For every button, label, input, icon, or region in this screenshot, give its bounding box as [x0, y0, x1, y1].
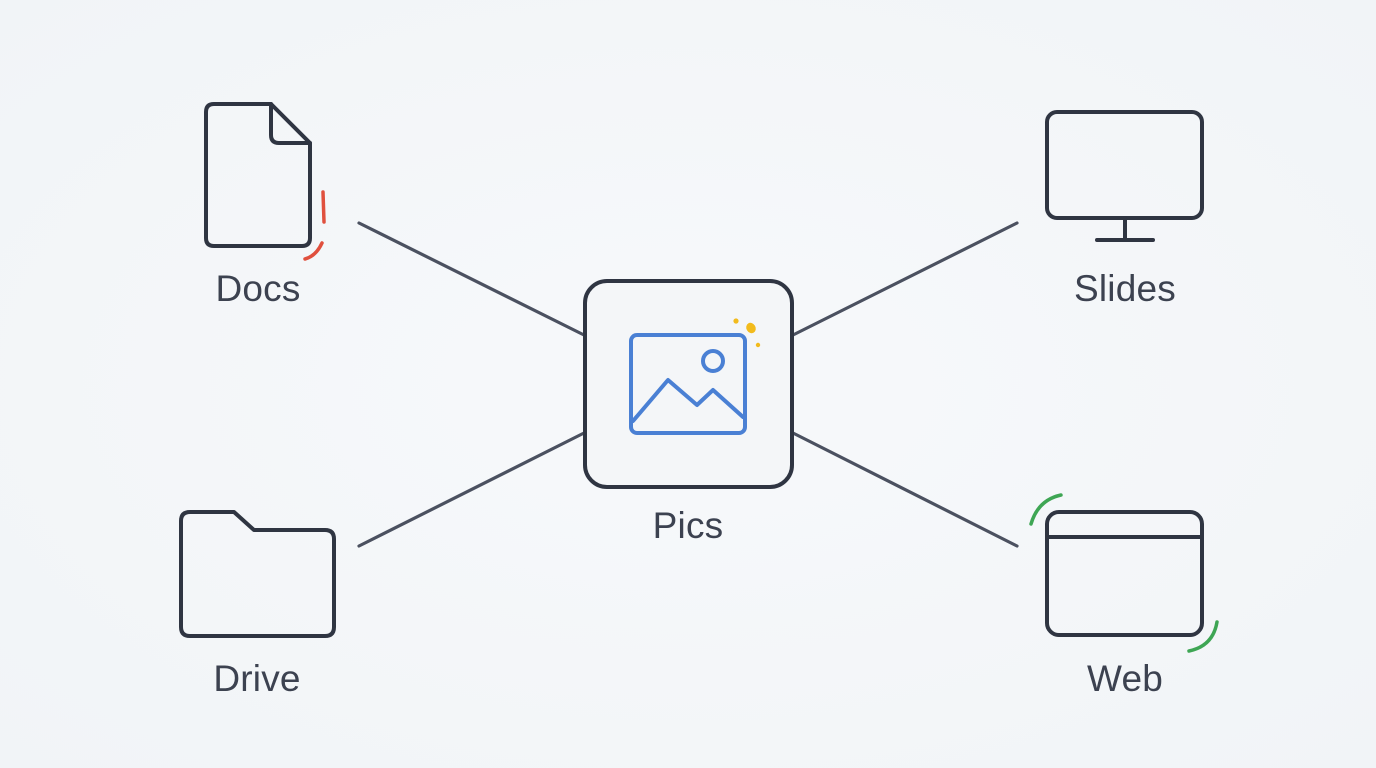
- browser-window-icon: [1045, 510, 1204, 637]
- center-node-box[interactable]: [583, 279, 794, 489]
- docs-label: Docs: [215, 268, 301, 309]
- center-label: Pics: [652, 505, 724, 546]
- connector-docs: [357, 221, 586, 337]
- slides-label: Slides: [1074, 268, 1176, 309]
- sparkle-icon: [733, 318, 761, 348]
- monitor-icon: [1045, 110, 1204, 242]
- drive-label: Drive: [213, 658, 301, 699]
- web-label: Web: [1086, 658, 1163, 699]
- web-accent-arc: [1029, 493, 1219, 653]
- docs-accent-arc: [303, 190, 326, 261]
- folder-icon: [179, 510, 336, 638]
- connector-drive: [357, 431, 586, 548]
- connector-web: [791, 431, 1019, 548]
- connector-slides: [791, 221, 1019, 337]
- document-icon: [204, 102, 312, 248]
- image-icon: [629, 333, 747, 435]
